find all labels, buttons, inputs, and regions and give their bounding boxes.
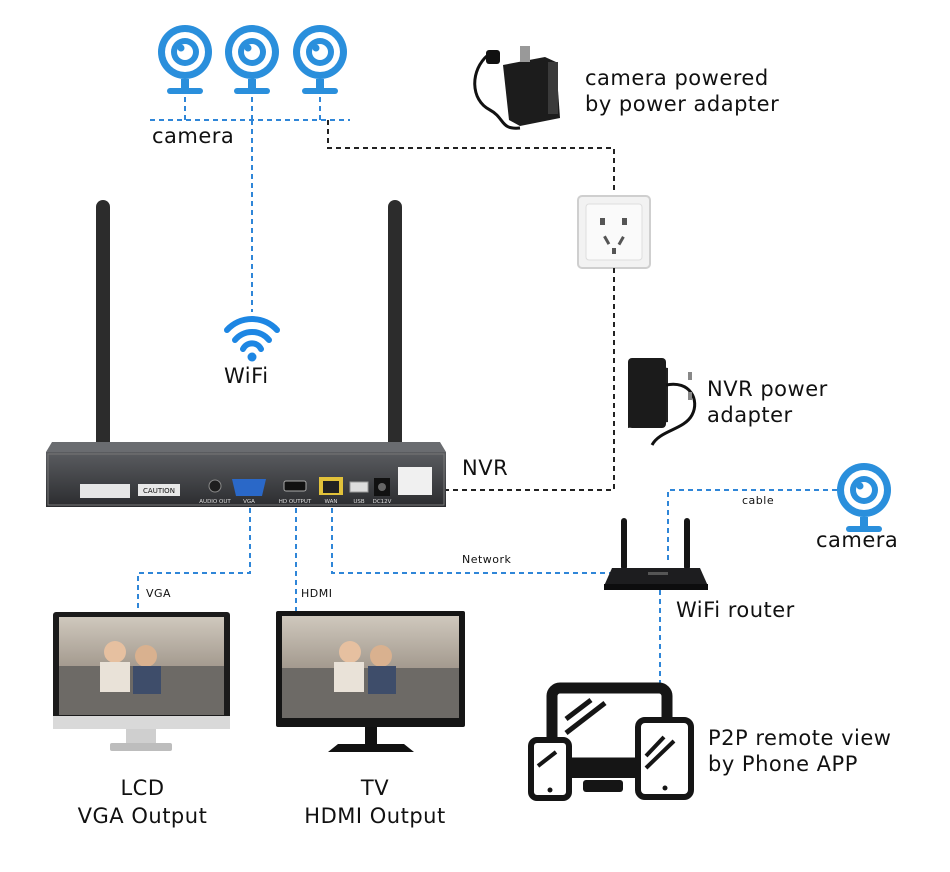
label-p2p-1: P2P remote view	[708, 726, 892, 750]
camera-links	[150, 97, 350, 312]
nvr-output-links	[137, 489, 840, 690]
camera-icon-right	[837, 463, 891, 532]
nvr-port-hd-output: HD OUTPUT	[279, 499, 312, 505]
label-network: Network	[462, 553, 512, 566]
label-wifi: WiFi	[224, 364, 269, 388]
nvr-port-vga: VGA	[243, 499, 255, 505]
label-nvr: NVR	[462, 456, 509, 480]
camera-power-adapter-icon	[473, 46, 560, 130]
label-camera-powered-2: by power adapter	[585, 92, 780, 116]
nvr-power-line	[430, 268, 615, 491]
label-nvr-power-1: NVR power	[707, 377, 828, 401]
camera-power-line	[327, 120, 615, 190]
camera-icon-3	[293, 25, 347, 94]
label-camera-top: camera	[152, 124, 235, 148]
tv-icon	[276, 611, 465, 752]
label-lcd-1: LCD	[120, 776, 165, 800]
label-nvr-power-2: adapter	[707, 403, 793, 427]
nvr-caution-label: CAUTION	[143, 487, 175, 495]
label-camera-right: camera	[816, 528, 899, 552]
label-wifi-router: WiFi router	[676, 598, 795, 622]
nvr-port-wan: WAN	[324, 499, 337, 505]
nvr-port-audio-out: AUDIO OUT	[199, 499, 231, 505]
nvr-port-usb: USB	[353, 499, 365, 505]
label-p2p-2: by Phone APP	[708, 752, 858, 776]
camera-icon-1	[158, 25, 212, 94]
lcd-monitor-icon	[53, 612, 230, 751]
wall-socket-icon	[577, 195, 651, 269]
remote-devices-icon	[528, 682, 694, 801]
label-lcd-2: VGA Output	[77, 804, 208, 828]
nvr-antenna-right	[388, 200, 402, 470]
label-cable: cable	[742, 494, 775, 507]
nvr-antenna-left	[96, 200, 110, 470]
label-hdmi: HDMI	[301, 587, 333, 600]
label-tv-1: TV	[360, 776, 390, 800]
nvr-port-dc12v: DC12V	[373, 499, 392, 505]
wifi-icon-dot	[247, 352, 257, 362]
label-tv-2: HDMI Output	[304, 804, 446, 828]
nvr-device: CAUTION AUDIO OUT VGA HD OUTPUT WAN USB …	[46, 200, 446, 507]
label-vga: VGA	[146, 587, 172, 600]
label-camera-powered-1: camera powered	[585, 66, 769, 90]
nvr-power-adapter-icon	[628, 358, 697, 446]
camera-icon-2	[225, 25, 279, 94]
wifi-router-icon	[604, 518, 708, 590]
wifi-icon	[224, 316, 280, 352]
